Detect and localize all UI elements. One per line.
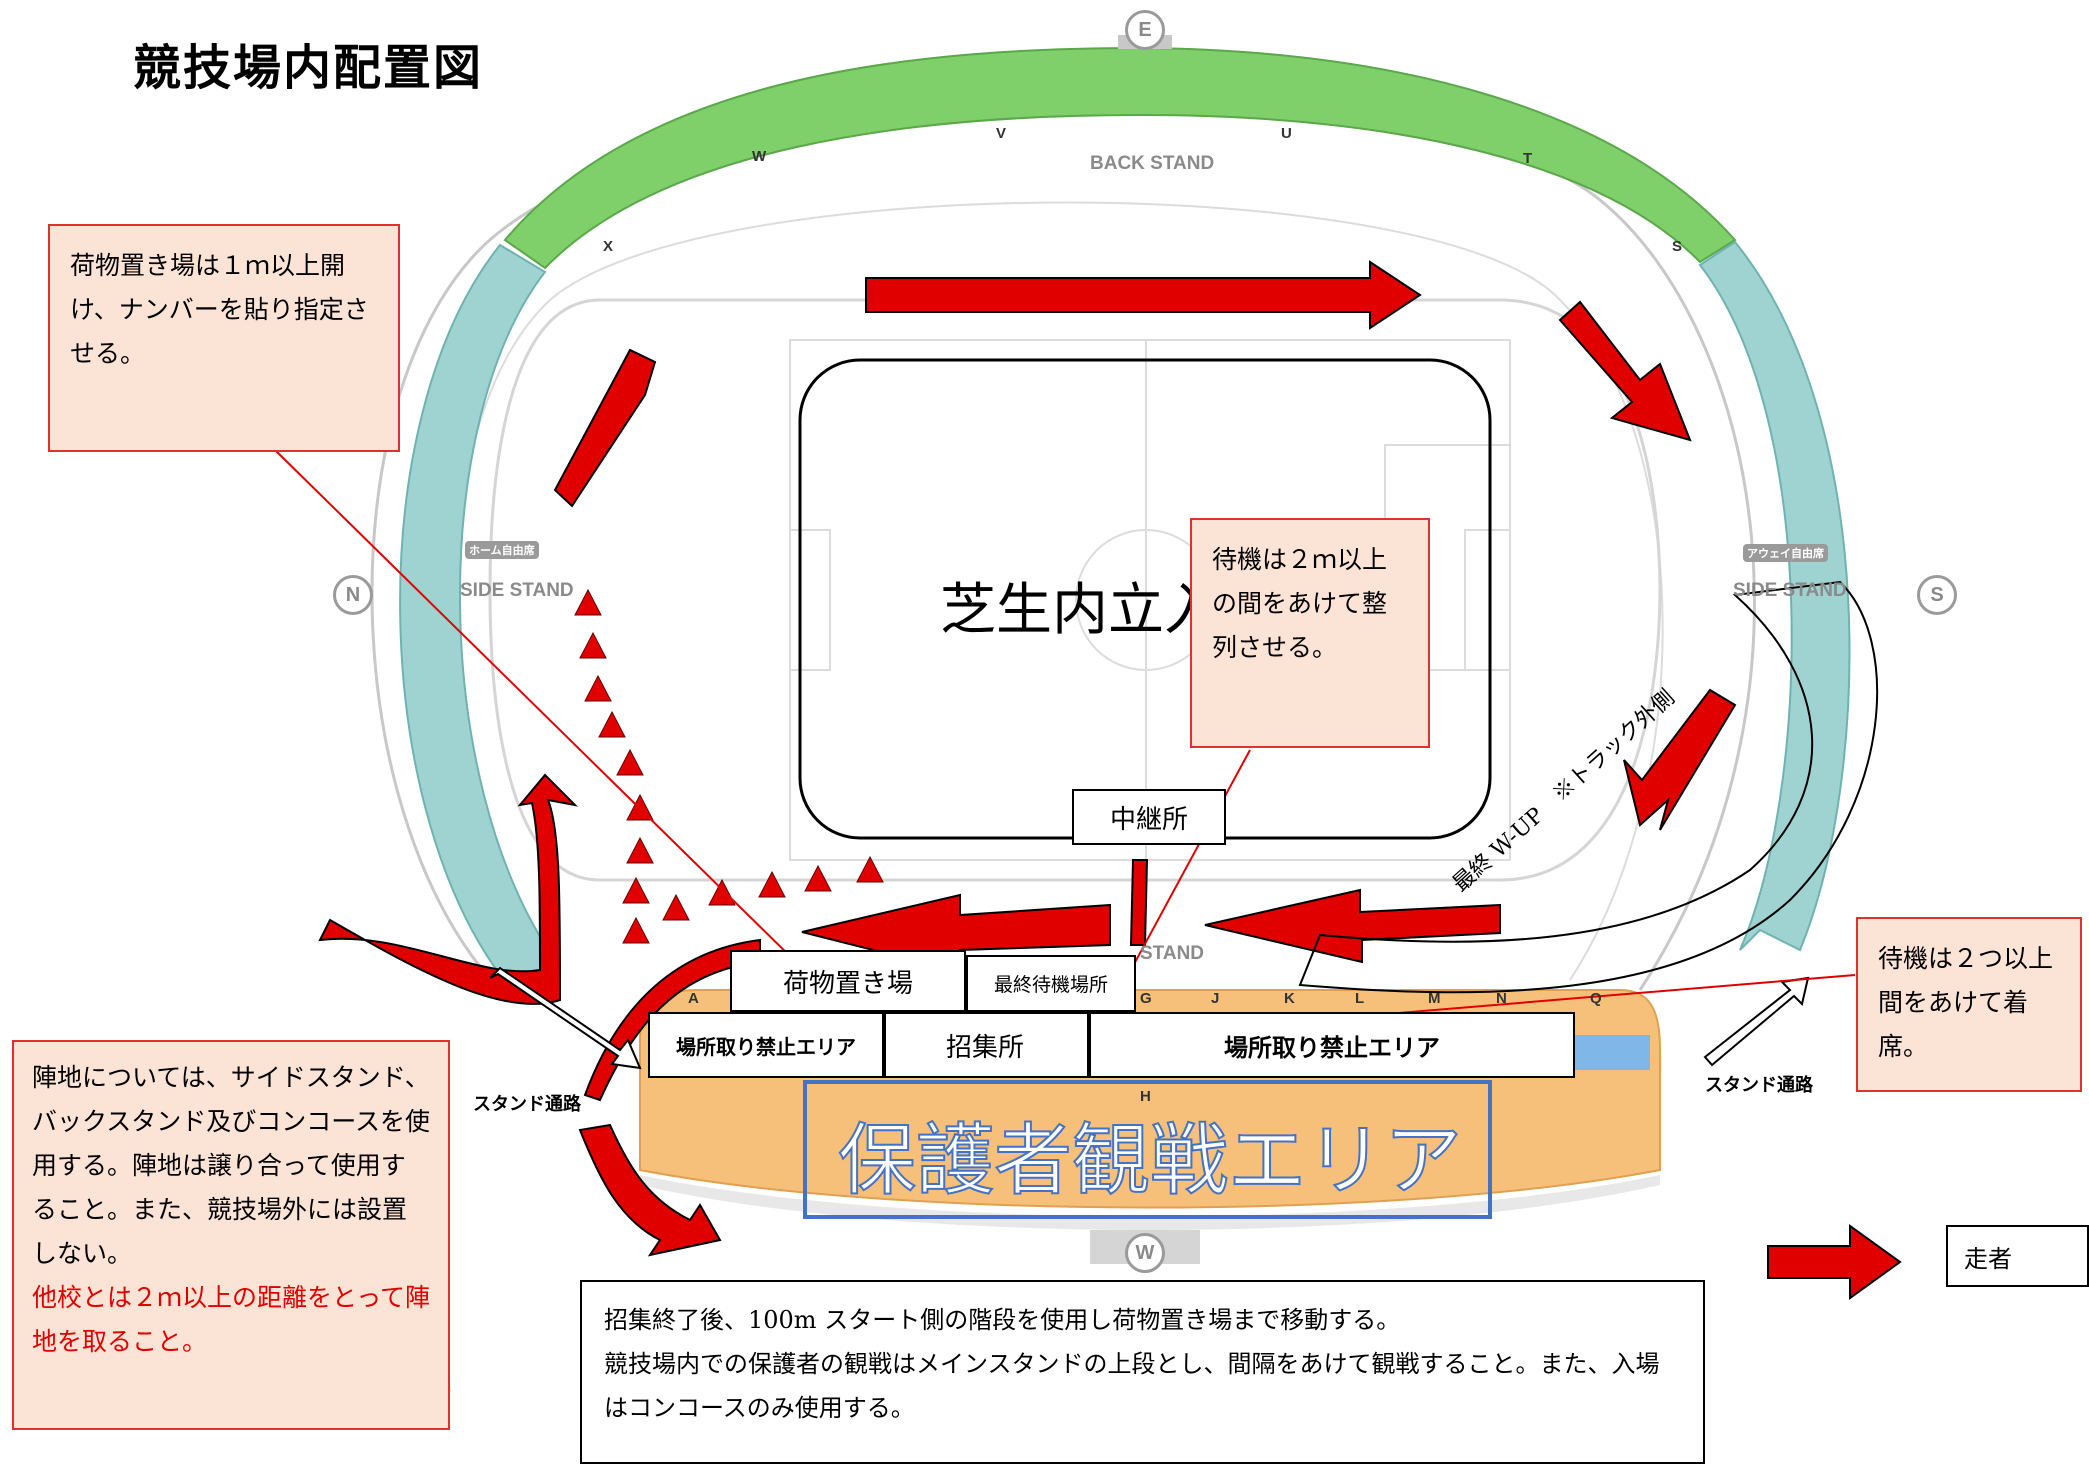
note-seat-spacing-text: 待機は２つ以上間をあけて着席。 (1878, 944, 2054, 1061)
note-camp-rule-red-text: 他校とは２ｍ以上の距離をとって陣地を取ること。 (32, 1283, 431, 1356)
compass-west-icon: W (1125, 1233, 1165, 1273)
block-label-q: Q (1590, 990, 1602, 1007)
block-label-k: K (1284, 990, 1295, 1007)
stand-passage-right-label: スタンド通路 (1705, 1075, 1813, 1096)
main-stand-blue-seats (1570, 1035, 1650, 1070)
block-label-w: W (752, 148, 767, 165)
final-wait-box: 最終待機場所 (966, 955, 1136, 1012)
block-label-x: X (603, 238, 614, 255)
note-camp-rule: 陣地については、サイドスタンド、バックスタンド及びコンコースを使用する。陣地は譲… (12, 1040, 450, 1430)
block-label-v: V (996, 125, 1007, 142)
side-stand-left-label: SIDE STAND (460, 580, 574, 601)
triangle-markers (574, 588, 884, 944)
legend-runner-arrow (1767, 1224, 1902, 1300)
block-label-h: H (1140, 1088, 1151, 1105)
away-free-seat-label: アウェイ自由席 (1743, 544, 1828, 562)
note-camp-rule-text: 陣地については、サイドスタンド、バックスタンド及びコンコースを使用する。陣地は譲… (32, 1063, 431, 1268)
relay-box: 中継所 (1072, 789, 1226, 845)
legend-runner-box: 走者 (1946, 1225, 2089, 1287)
no-spot-area-left: 場所取り禁止エリア (648, 1012, 884, 1078)
block-label-m: M (1428, 990, 1441, 1007)
guardian-area-label: 保護者観戦エリア (837, 1115, 1463, 1207)
note-seat-spacing: 待機は２つ以上間をあけて着席。 (1856, 917, 2082, 1092)
call-room-box: 招集所 (884, 1012, 1089, 1078)
warmup-route-outline (1298, 580, 1879, 994)
passage-arrow-left (489, 966, 642, 1070)
luggage-area-box: 荷物置き場 (730, 950, 966, 1012)
home-free-seat-label: ホーム自由席 (465, 541, 539, 559)
penalty-box-left (789, 529, 831, 671)
compass-north-icon: N (333, 575, 373, 615)
side-stand-left (399, 243, 557, 992)
penalty-box-right (1464, 529, 1511, 671)
runner-flow-arrows (553, 260, 1737, 974)
field-label: 芝生内立入 (940, 578, 1220, 643)
block-label-n: N (1496, 990, 1507, 1007)
side-stand-right (1698, 240, 1851, 952)
block-label-j: J (1211, 990, 1220, 1007)
block-label-l: L (1355, 990, 1365, 1007)
passage-arrow-right (1703, 976, 1810, 1067)
back-stand-label: BACK STAND (1090, 153, 1215, 174)
curved-arrow-left-up (318, 773, 578, 1005)
block-label-g: G (1140, 990, 1152, 1007)
block-label-s: S (1672, 238, 1683, 255)
leader-line-wait (1119, 749, 1251, 991)
compass-south-icon: S (1917, 575, 1957, 615)
side-stand-right-label: SIDE STAND (1733, 580, 1847, 601)
block-label-u: U (1281, 125, 1292, 142)
leader-line-luggage (274, 449, 801, 967)
compass-east-icon: E (1125, 10, 1165, 50)
page-title: 競技場内配置図 (133, 40, 484, 96)
note-luggage-rule: 荷物置き場は１ｍ以上開け、ナンバーを貼り指定させる。 (48, 224, 400, 452)
note-wait-spacing: 待機は２ｍ以上の間をあけて整列させる。 (1190, 518, 1430, 748)
track (488, 298, 1662, 882)
curved-arrow-down (578, 1123, 722, 1257)
stand-passage-left-label: スタンド通路 (473, 1094, 581, 1115)
note-wait-spacing-text: 待機は２ｍ以上の間をあけて整列させる。 (1212, 545, 1388, 662)
info-box: 招集終了後、100m スタート側の階段を使用し荷物置き場まで移動する。 競技場内… (580, 1280, 1705, 1464)
no-spot-area-right: 場所取り禁止エリア (1089, 1012, 1575, 1078)
main-stand-label: STAND (1140, 943, 1205, 964)
block-label-t: T (1523, 150, 1533, 167)
info-line-1: 招集終了後、100m スタート側の階段を使用し荷物置き場まで移動する。 (604, 1306, 1401, 1334)
back-stand (503, 46, 1737, 270)
block-label-a: A (688, 990, 699, 1007)
guardian-area-frame (803, 1080, 1492, 1219)
info-line-2: 競技場内での保護者の観戦はメインスタンドの上段とし、間隔をあけて観戦すること。ま… (604, 1350, 1660, 1422)
note-luggage-rule-text: 荷物置き場は１ｍ以上開け、ナンバーを貼り指定させる。 (70, 251, 369, 368)
